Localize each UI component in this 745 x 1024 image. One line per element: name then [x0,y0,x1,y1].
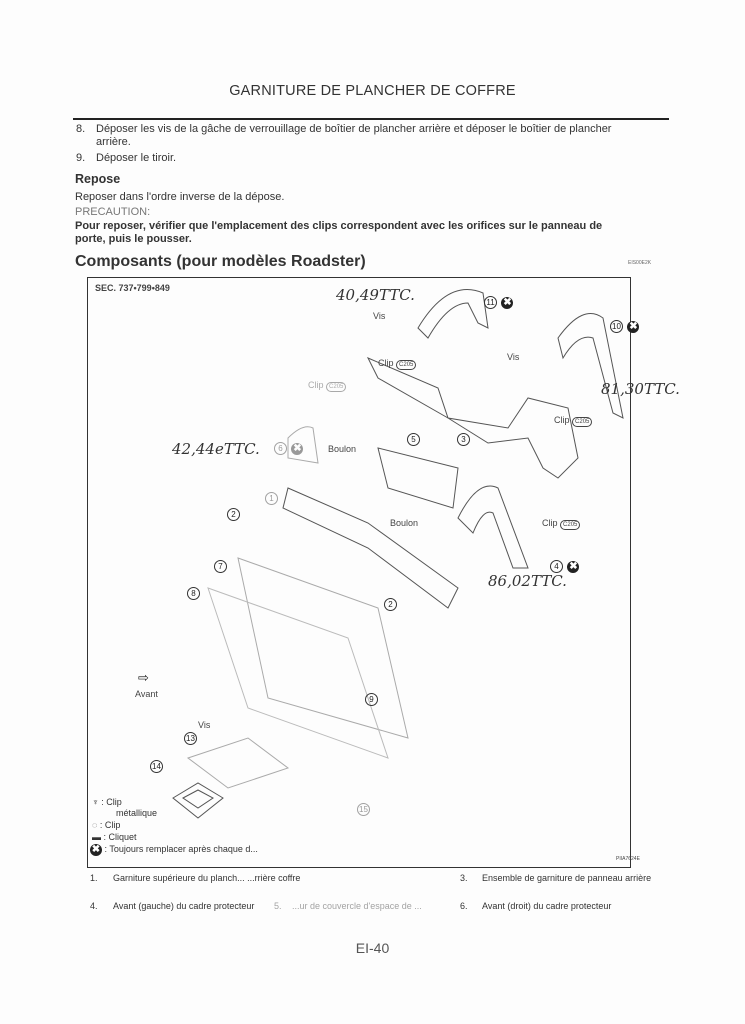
part-11-outline [417,289,489,339]
callout-13: 13 [184,732,197,745]
part-8-outline [207,587,389,759]
clip-icon: ◌ [92,820,98,830]
part-6-outline [287,426,319,464]
replace-icon: ✖ [90,844,102,856]
handwritten-price: 86,02TTC. [488,572,567,590]
handwritten-price: 81,30TTC. [601,380,680,398]
callout-7: 7 [214,560,227,573]
callout-2: 2 [227,508,240,521]
step-text: Déposer les vis de la gâche de verrouill… [96,123,612,135]
part-number: 4. [90,901,98,911]
section-code: EIS00E2K [628,260,652,266]
label-vis: Vis [507,352,520,362]
part-name: ...ur de couvercle d'espace de ... [292,901,422,911]
step-text: arrière. [96,136,131,148]
page-title: GARNITURE DE PLANCHER DE COFFRE [229,83,516,99]
callout-11: 11 ✖ [484,292,514,310]
pawl-icon: ▬ [92,832,101,842]
callout-9: 9 [365,693,378,706]
replace-icon: ✖ [627,321,640,333]
step-text: Déposer le tiroir. [96,152,177,164]
callout-4: 4 ✖ [550,556,580,574]
legend-clip: ◌ : Clip [92,820,121,830]
step-number: 9. [76,152,86,164]
label-vis: Vis [198,720,211,730]
part-5-outline [377,447,459,509]
metal-clip-icon: ♆ [92,797,99,807]
part-name: Avant (gauche) du cadre protecteur [113,901,255,911]
legend-metal-clip-text: métallique [116,808,158,818]
replace-icon: ✖ [567,561,580,573]
replace-icon: ✖ [291,443,304,455]
repose-text: Reposer dans l'ordre inverse de la dépos… [75,191,285,203]
caution-label: PRECAUTION: [75,206,151,218]
title-rule [73,118,669,120]
sec-code: SEC. 737•799•849 [95,283,170,293]
exploded-diagram-drawing [172,289,624,819]
part-7-outline [237,557,409,739]
caution-text: porte, puis le pousser. [75,233,192,245]
part-3-outline [366,357,579,479]
part-1-outline [282,487,459,609]
page-number: EI-40 [355,940,390,956]
repose-heading: Repose [75,172,121,186]
part-number: 6. [460,901,468,911]
label-vis: Vis [373,311,386,321]
callout-10: 10 ✖ [610,316,640,334]
callout-6: 6 ✖ [274,438,304,456]
replace-icon: ✖ [501,297,514,309]
part-number: 3. [460,873,468,883]
part-number: 1. [90,873,98,883]
part-14-outline [172,782,224,819]
part-name: Avant (droit) du cadre protecteur [482,901,612,911]
legend-metal-clip: ♆ : Clip [92,797,122,807]
front-arrow-icon: ⇨ [138,670,149,685]
figure-code: PIIA7624E [616,856,640,862]
caution-text: Pour reposer, vérifier que l'emplacement… [75,220,603,232]
callout-8: 8 [187,587,200,600]
part-10-outline [557,313,624,419]
part-4-outline [457,485,529,569]
diagram-frame: SEC. 737•799•849 PIIA7624E 40,49TTC. 81,… [87,277,680,868]
label-clip: Clip C205 [378,358,417,370]
label-boulon: Boulon [328,444,357,454]
callout-1: 1 [265,492,278,505]
handwritten-price: 40,49TTC. [336,286,415,304]
callout-14: 14 [150,760,163,773]
label-clip: Clip C205 [554,415,593,427]
label-boulon: Boulon [390,518,419,528]
label-clip: Clip C205 [308,380,347,392]
label-clip: Clip C205 [542,518,581,530]
legend-pawl: ▬ : Cliquet [92,832,137,842]
part-number: 5. [274,901,282,911]
legend-replace: ✖ : Toujours remplacer après chaque d... [90,844,258,856]
handwritten-price: 42,44eTTC. [172,440,260,458]
part-name: Garniture supérieure du planch... ...rri… [113,873,301,883]
step-number: 8. [76,123,86,135]
part-13-outline [186,737,290,789]
callout-5: 5 [407,433,420,446]
callout-3: 3 [457,433,470,446]
section-heading: Composants (pour modèles Roadster) [75,253,366,270]
callout-2: 2 [384,598,397,611]
part-name: Ensemble de garniture de panneau arrière [482,873,652,883]
label-avant: Avant [135,689,158,699]
callout-15: 15 [357,803,370,816]
